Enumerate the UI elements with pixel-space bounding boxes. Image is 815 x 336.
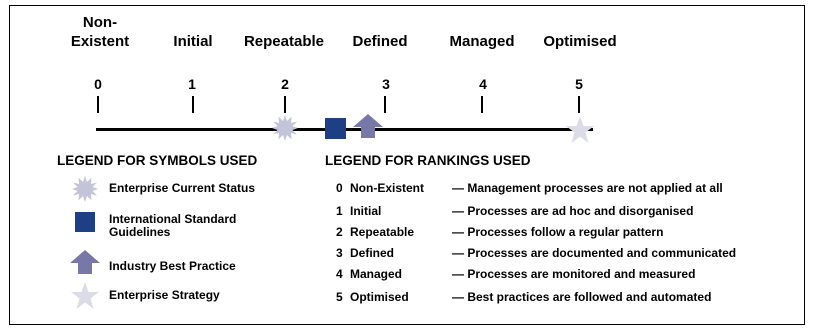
diagram-frame [9, 5, 805, 325]
legend-star-icon [71, 282, 99, 309]
scale-number-5: 5 [575, 76, 583, 92]
ranking-name: Initial [350, 204, 382, 218]
ranking-legend-title: LEGEND FOR RANKINGS USED [325, 153, 531, 168]
level-name-0: Non- Existent [60, 13, 140, 51]
ranking-name: Defined [350, 246, 395, 260]
ranking-number: 4 [336, 267, 343, 281]
symbol-label-enterprise-strategy: Enterprise Strategy [109, 288, 220, 302]
scale-number-2: 2 [281, 76, 289, 92]
symbol-label-best-practice: Industry Best Practice [109, 259, 236, 273]
level-name-0-line1: Non- [82, 14, 118, 31]
level-name-5: Optimised [543, 33, 617, 50]
scale-tick-4 [481, 96, 483, 113]
ranking-description: — Best practices are followed and automa… [452, 290, 712, 304]
ranking-number: 3 [336, 246, 343, 260]
burst-icon [272, 115, 298, 141]
ranking-name: Non-Existent [350, 181, 425, 195]
level-name-2: Repeatable [243, 33, 325, 50]
square-icon [325, 118, 346, 139]
ranking-number: 1 [336, 204, 343, 218]
ranking-description: — Processes follow a regular pattern [452, 225, 664, 239]
ranking-number: 0 [336, 181, 343, 195]
scale-number-3: 3 [382, 76, 390, 92]
scale-tick-0 [97, 96, 99, 113]
scale-tick-2 [284, 96, 286, 113]
scale-number-4: 4 [479, 76, 487, 92]
up-arrow-icon [353, 114, 383, 138]
ranking-number: 5 [336, 290, 343, 304]
ranking-description: — Processes are ad hoc and disorganised [452, 204, 694, 218]
level-name-1: Initial [173, 33, 213, 50]
legend-square-icon [75, 212, 95, 232]
symbol-label-standard-guidelines: International Standard Guidelines [109, 212, 237, 239]
ranking-description: — Management processes are not applied a… [452, 181, 723, 195]
scale-number-1: 1 [188, 76, 196, 92]
level-name-0-line2: Existent [70, 33, 130, 50]
scale-tick-1 [192, 96, 194, 113]
symbol-legend-title: LEGEND FOR SYMBOLS USED [57, 153, 258, 168]
scale-tick-3 [384, 96, 386, 113]
legend-up-arrow-icon [70, 250, 100, 274]
ranking-name: Optimised [350, 290, 409, 304]
level-name-3: Defined [352, 33, 408, 50]
ranking-number: 2 [336, 225, 343, 239]
star-icon [566, 116, 594, 143]
legend-burst-icon [72, 176, 98, 202]
scale-number-0: 0 [94, 76, 102, 92]
symbol-label-current-status: Enterprise Current Status [109, 181, 256, 195]
ranking-description: — Processes are documented and communica… [452, 246, 737, 260]
level-name-4: Managed [449, 33, 515, 50]
ranking-description: — Processes are monitored and measured [452, 267, 696, 281]
ranking-name: Repeatable [350, 225, 415, 239]
scale-tick-5 [578, 96, 580, 113]
ranking-name: Managed [350, 267, 403, 281]
